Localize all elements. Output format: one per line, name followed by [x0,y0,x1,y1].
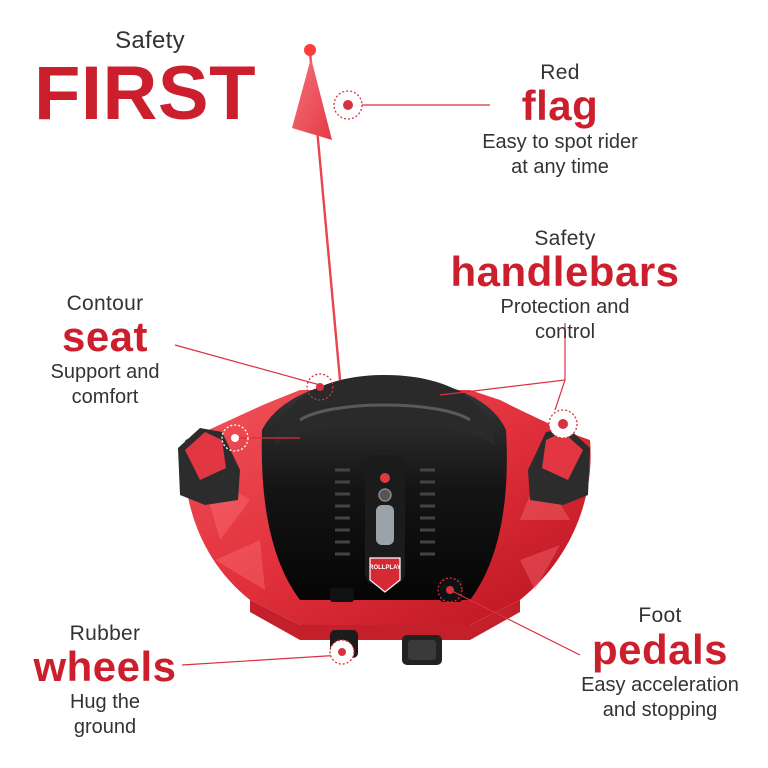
pedals-kicker: Foot [638,604,682,627]
flag-desc-2: at any time [511,156,609,178]
power-indicator [380,473,390,483]
callout-marker-handle-left [221,424,249,452]
center-light [376,505,394,545]
callout-marker-seat [306,373,334,401]
handlebars-title: handlebars [450,248,680,295]
flag-kicker: Red [540,61,580,84]
side-ribs-left [335,468,350,556]
handlebar-left-red [185,432,226,480]
pedals-desc-2: and stopping [602,699,718,721]
wheels-title: wheels [33,643,177,690]
handlebars-desc-2: control [534,321,596,343]
seat-desc-1: Support and [50,361,160,383]
pedals-title: pedals [591,626,729,673]
flag-title: flag [521,82,599,129]
wheels-kicker: Rubber [69,622,141,645]
seat-kicker: Contour [66,292,144,315]
callout-marker-flag [333,90,363,120]
handlebars-kicker: Safety [534,227,596,250]
flag-desc-1: Easy to spot rider [482,131,638,153]
header-title: FIRST [33,51,257,136]
callout-lines [174,104,581,666]
wheels-desc-1: Hug the [69,691,141,713]
vehicle-facets [200,470,570,590]
handlebar-right-red [542,432,583,480]
header-kicker: Safety [115,27,185,54]
handlebars-desc-1: Protection and [500,296,630,318]
seat-title: seat [61,313,149,360]
callout-marker-handle-right [548,409,578,439]
wheel-center-tread [408,640,436,660]
callout-marker-wheels [329,639,355,665]
seat-desc-2: comfort [71,386,139,408]
wheels-desc-2: ground [73,716,137,738]
key-switch [378,488,392,502]
seat-highlight [299,403,471,422]
seat-shape [275,375,495,445]
flag [292,58,332,140]
brand-shield-icon [369,557,401,593]
brand-badge-text: ROLLPLAY [369,565,401,571]
side-ribs-right [420,468,435,556]
callout-marker-pedals [437,577,463,603]
flag-pole-tip [304,44,316,56]
foot-pedal-left [330,588,354,602]
front-bumper [250,600,520,640]
pedals-desc-1: Easy acceleration [581,674,739,696]
